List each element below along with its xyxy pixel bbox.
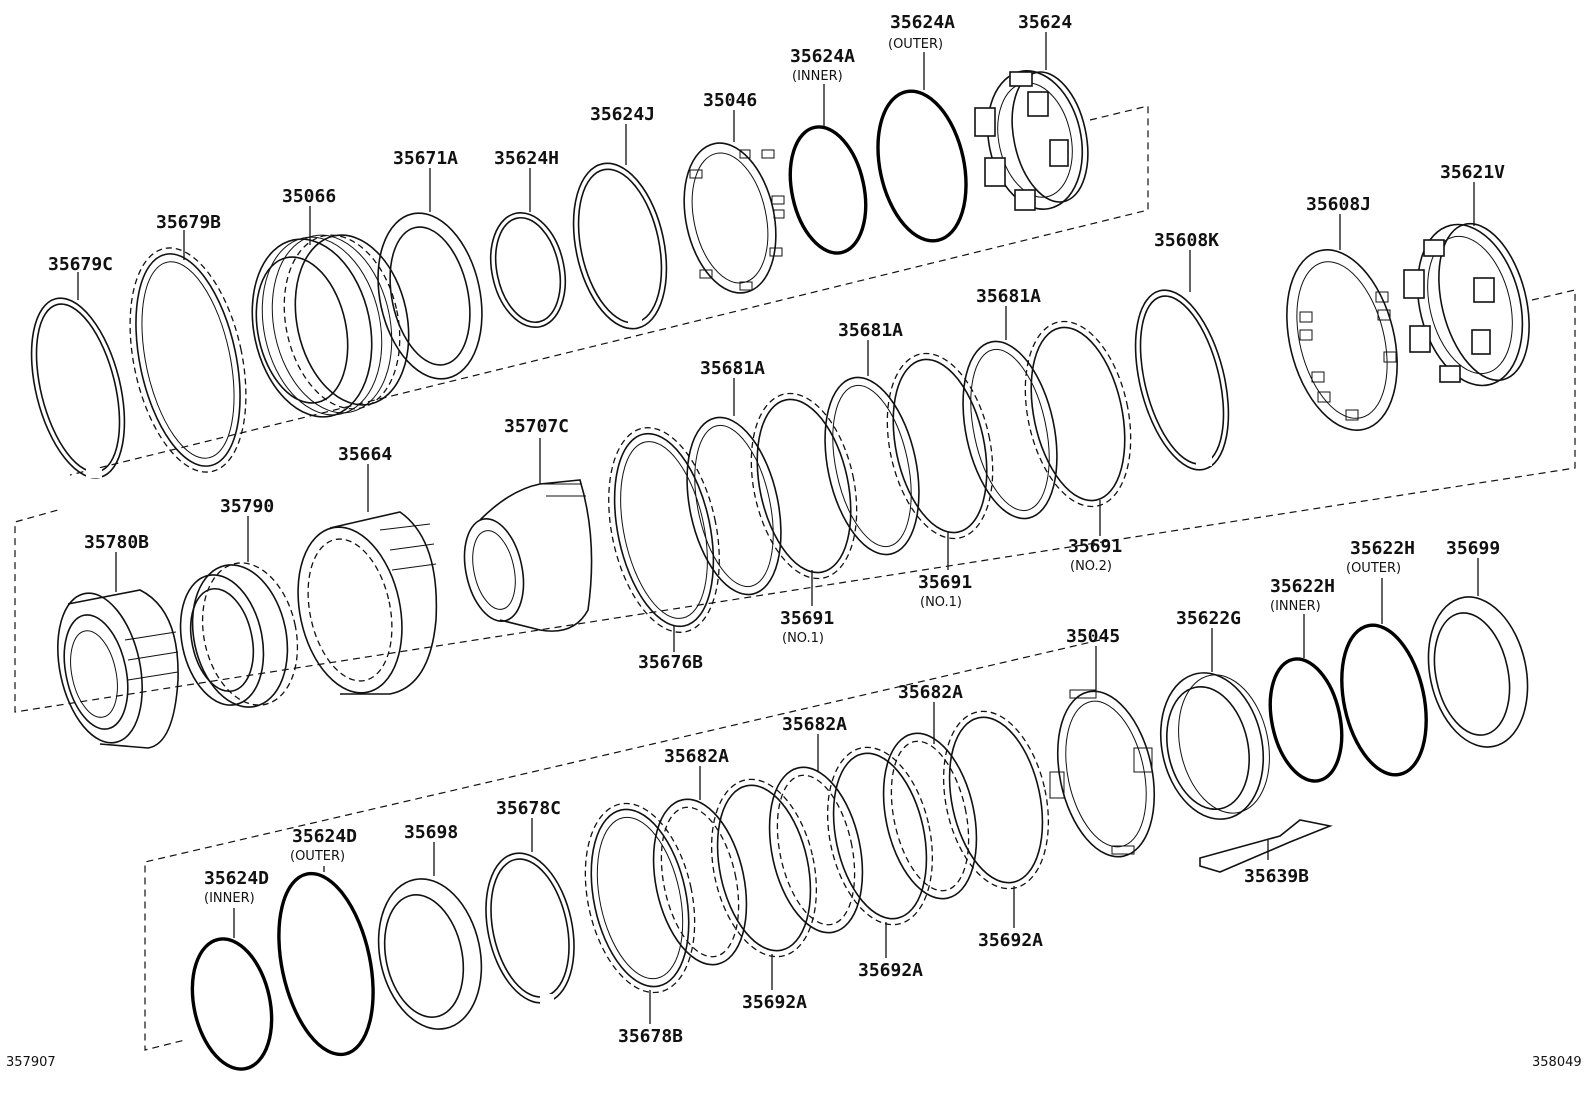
label-35681a-middle: 35681A <box>838 320 903 341</box>
part-35622h-outer-o-ring <box>1340 623 1428 777</box>
label-35699: 35699 <box>1446 538 1500 559</box>
label-35624d-inner: 35624D <box>204 868 269 889</box>
part-35682a-disc-3 <box>882 732 978 900</box>
part-35681a-disc-1 <box>686 416 782 596</box>
label-35624d-outer: 35624D <box>292 826 357 847</box>
part-35682a-disc-1 <box>652 798 748 966</box>
group-outlines <box>14 105 1576 1051</box>
label-35679b: 35679B <box>156 212 221 233</box>
part-35692a-plate-1 <box>710 778 818 958</box>
part-35681a-disc-2 <box>824 376 920 556</box>
label-35678b: 35678B <box>618 1026 683 1047</box>
label-35682a-left: 35682A <box>664 746 729 767</box>
part-labels: 35679C 35679B 35066 35671A 35624H 35624J… <box>48 12 1505 1047</box>
label-35671a: 35671A <box>393 148 458 169</box>
part-35046-spring-retainer <box>683 142 785 294</box>
label-35624a-outer: 35624A <box>890 12 955 33</box>
part-35699-seal <box>1427 596 1529 748</box>
label-35608k: 35608K <box>1154 230 1219 251</box>
label-35624a-outer-note: (OUTER) <box>888 37 943 52</box>
label-35624a-inner-note: (INNER) <box>792 69 843 84</box>
label-35622h-inner-note: (INNER) <box>1270 599 1321 614</box>
part-35691-no1-plate-2 <box>886 352 994 540</box>
part-35691-no2-plate <box>1024 320 1132 508</box>
label-35066: 35066 <box>282 186 336 207</box>
label-35621v: 35621V <box>1440 162 1505 183</box>
part-35681a-disc-3 <box>962 340 1058 520</box>
label-35679c: 35679C <box>48 254 113 275</box>
part-35045-spring-retainer <box>1049 689 1156 858</box>
part-35624j-snap-ring <box>572 162 668 330</box>
part-35622g-piston <box>1159 672 1270 820</box>
label-35622h-inner: 35622H <box>1270 576 1335 597</box>
label-35676b: 35676B <box>638 652 703 673</box>
part-35682a-disc-2 <box>768 766 864 934</box>
label-35622h-outer-note: (OUTER) <box>1346 561 1401 576</box>
label-35691-no2-note: (NO.2) <box>1070 559 1112 574</box>
part-35707c-drum <box>463 479 593 632</box>
label-35664: 35664 <box>338 444 392 465</box>
footer-right-code: 358049 <box>1532 1055 1582 1070</box>
label-35678c: 35678C <box>496 798 561 819</box>
label-35691-no1-left: 35691 <box>780 608 834 629</box>
label-35046: 35046 <box>703 90 757 111</box>
label-35692a-middle: 35692A <box>858 960 923 981</box>
part-35691-no1-plate-1 <box>750 392 858 580</box>
label-35622g: 35622G <box>1176 608 1241 629</box>
part-35679b-clutch-plate <box>129 247 247 473</box>
label-35639b: 35639B <box>1244 866 1309 887</box>
label-35624d-outer-note: (OUTER) <box>290 849 345 864</box>
part-35780b-hub <box>57 589 179 749</box>
label-35691-no1-left-note: (NO.1) <box>782 631 824 646</box>
part-35679c-snap-ring <box>30 297 126 479</box>
part-35790-sprag <box>179 562 299 708</box>
label-35624d-inner-note: (INNER) <box>204 891 255 906</box>
part-35692a-plate-3 <box>942 710 1050 890</box>
part-35608k-snap-ring <box>1134 289 1230 471</box>
label-35691-no1-right-note: (NO.1) <box>920 595 962 610</box>
label-35681a-left: 35681A <box>700 358 765 379</box>
label-35045: 35045 <box>1066 626 1120 647</box>
label-35624: 35624 <box>1018 12 1072 33</box>
leader-lines <box>77 32 1479 1024</box>
label-35624h: 35624H <box>494 148 559 169</box>
part-35624h-snap-ring <box>489 211 567 329</box>
part-35621v-clutch-drum <box>1403 222 1530 387</box>
part-35624a-outer-o-ring <box>876 89 968 243</box>
label-35681a-top: 35681A <box>976 286 1041 307</box>
part-35639b-clip <box>1199 819 1333 873</box>
part-35624d-outer-o-ring <box>277 871 375 1057</box>
label-35707c: 35707C <box>504 416 569 437</box>
label-35624j: 35624J <box>590 104 655 125</box>
label-35780b: 35780B <box>84 532 149 553</box>
part-35678c-snap-ring <box>485 852 575 1004</box>
part-35066-clutch-pack <box>251 234 410 418</box>
label-35691-no2: 35691 <box>1068 536 1122 557</box>
label-35624a-inner: 35624A <box>790 46 855 67</box>
part-35622h-inner-o-ring <box>1268 657 1344 783</box>
part-35624a-inner-o-ring <box>788 125 868 255</box>
label-35682a-middle: 35682A <box>782 714 847 735</box>
label-35691-no1-right: 35691 <box>918 572 972 593</box>
part-35678b-clutch-plate <box>584 802 696 994</box>
part-35624-clutch-drum <box>974 70 1089 211</box>
footer-left-code: 357907 <box>6 1055 56 1070</box>
label-35682a-right: 35682A <box>898 682 963 703</box>
label-35790: 35790 <box>220 496 274 517</box>
label-35608j: 35608J <box>1306 194 1371 215</box>
part-35671a-ring <box>377 212 483 380</box>
label-35692a-left: 35692A <box>742 992 807 1013</box>
part-35692a-plate-2 <box>826 746 934 926</box>
part-35676b-clutch-plate <box>608 427 720 633</box>
part-35698-seal <box>377 878 483 1030</box>
label-35698: 35698 <box>404 822 458 843</box>
part-35624d-inner-o-ring <box>190 937 274 1071</box>
label-35692a-right: 35692A <box>978 930 1043 951</box>
part-35664-ring-gear <box>297 511 438 695</box>
label-35622h-outer: 35622H <box>1350 538 1415 559</box>
part-35608j-spring-retainer <box>1286 249 1398 431</box>
